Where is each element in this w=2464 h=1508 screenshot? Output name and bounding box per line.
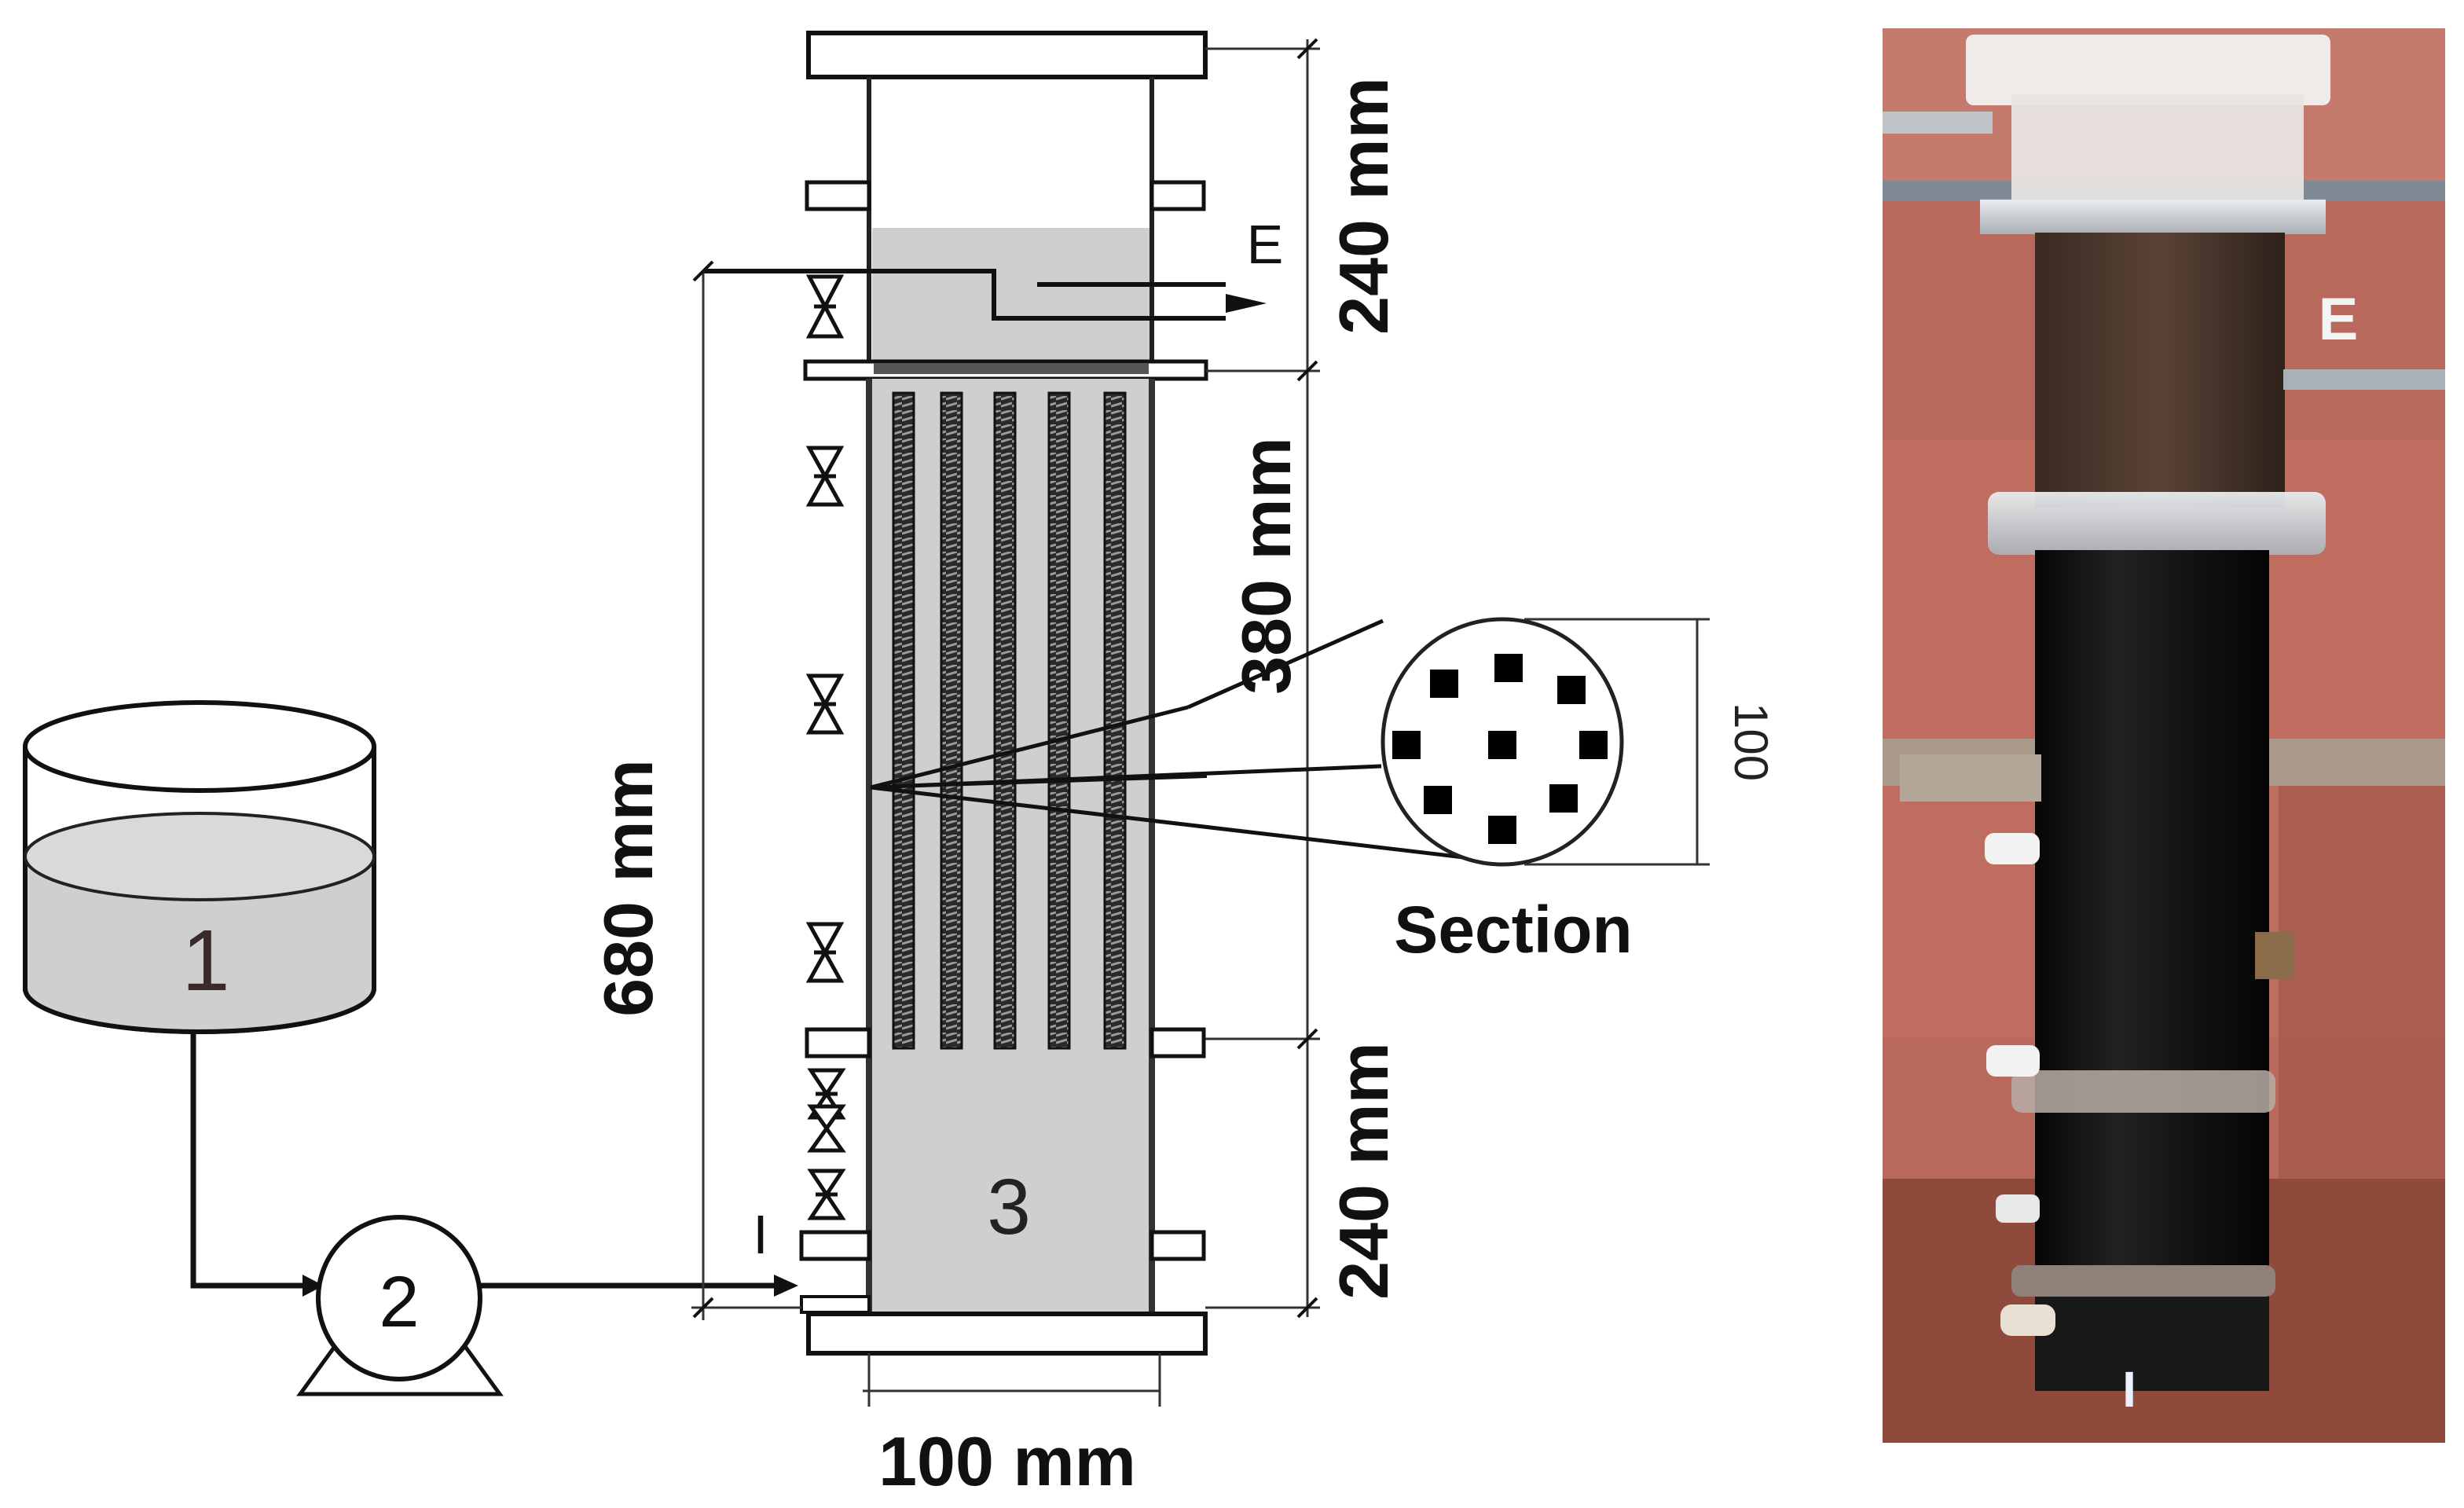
effluent-label: E	[1247, 214, 1284, 275]
section-width-label: 100	[1725, 703, 1777, 781]
valve-icon	[805, 922, 845, 983]
photo-effluent-label: E	[2319, 286, 2359, 353]
inlet-arrow	[774, 1275, 798, 1297]
reactor-label: 3	[987, 1163, 1031, 1251]
bottom-height-label: 240 mm	[1325, 1042, 1402, 1300]
middle-height-label: 380 mm	[1227, 437, 1305, 695]
photo-influent-label: I	[2122, 1361, 2136, 1418]
top-height-label: 240 mm	[1325, 77, 1402, 335]
effluent-arrow	[1226, 294, 1267, 313]
valve-icon	[805, 673, 845, 735]
sampling-valves	[805, 274, 846, 1220]
valve-icon	[807, 1169, 846, 1220]
reactor-column: 3 E I	[703, 31, 1284, 1356]
valve-icon	[805, 446, 845, 507]
section-label: Section	[1394, 893, 1632, 967]
dimension-ticks	[692, 38, 1318, 1319]
section-callout: 100 Section	[870, 617, 1777, 967]
valve-icon	[805, 274, 845, 339]
tank-label: 1	[182, 912, 229, 1009]
feed-pipe	[190, 1031, 774, 1289]
reactor-photo: E I	[1883, 28, 2445, 1443]
total-height-label: 680 mm	[589, 759, 667, 1017]
feed-tank: 1	[23, 700, 376, 1034]
pump: 2	[296, 1215, 504, 1396]
valve-icon	[807, 1104, 846, 1153]
influent-label: I	[753, 1204, 768, 1265]
dimension-lines	[691, 39, 1320, 1407]
width-label: 100 mm	[878, 1422, 1136, 1500]
pump-label: 2	[379, 1262, 419, 1342]
electrode-section-squares	[1392, 654, 1608, 844]
pipe-arrow	[302, 1275, 324, 1297]
